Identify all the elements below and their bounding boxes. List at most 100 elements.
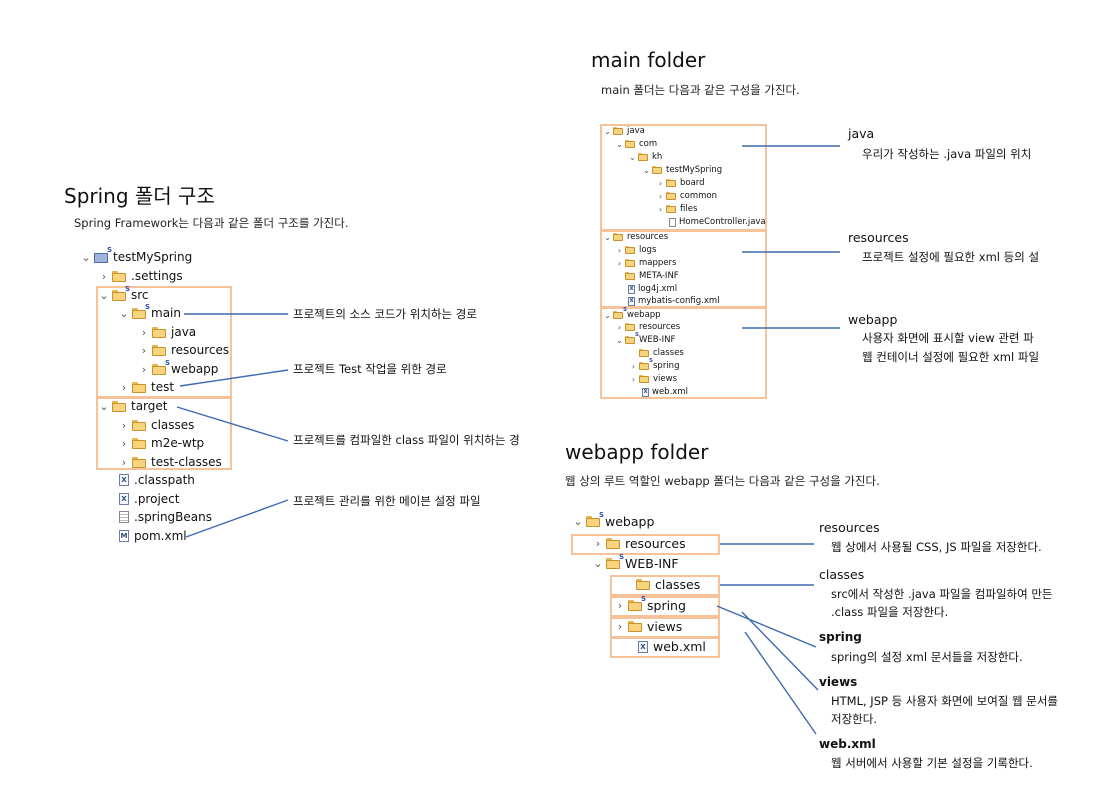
chevron-down-icon[interactable]: ⌄ <box>616 335 623 345</box>
tree-node-m2e-wtp[interactable]: ›m2e-wtp <box>118 436 204 450</box>
tree-node-springbeans[interactable]: .springBeans <box>117 510 212 524</box>
tree-node-java[interactable]: ›java <box>138 325 196 339</box>
spring-folder-icon: S <box>152 359 170 375</box>
chevron-right-icon[interactable]: › <box>101 269 107 283</box>
wa-views-desc1: HTML, JSP 등 사용자 화면에 보여질 웹 문서를 <box>831 694 1058 708</box>
main-resources-annotation-title: resources <box>848 230 909 245</box>
chevron-right-icon[interactable]: › <box>121 455 127 469</box>
chevron-right-icon[interactable]: › <box>121 418 127 432</box>
chevron-down-icon[interactable]: ⌄ <box>81 250 91 264</box>
tree-node-settings[interactable]: ›.settings <box>98 269 183 283</box>
chevron-right-icon[interactable]: › <box>617 322 622 332</box>
chevron-down-icon[interactable]: ⌄ <box>99 288 109 302</box>
tree-node-resources[interactable]: ⌄resources <box>604 232 669 242</box>
folder-icon <box>613 233 624 241</box>
tree-node-java[interactable]: ⌄java <box>604 126 645 136</box>
tree-node-resources[interactable]: ›resources <box>138 343 229 357</box>
tree-node-classes[interactable]: classes <box>638 348 684 358</box>
chevron-down-icon[interactable]: ⌄ <box>643 165 650 175</box>
tree-node-testmyspring[interactable]: ⌄testMySpring <box>643 165 723 175</box>
chevron-down-icon[interactable]: ⌄ <box>573 515 583 528</box>
tree-node-kh[interactable]: ⌄kh <box>629 152 663 162</box>
wa-node-resources[interactable]: ›resources <box>592 536 686 551</box>
folder-icon <box>625 272 636 280</box>
tree-node-meta-inf[interactable]: META-INF <box>624 271 679 281</box>
chevron-right-icon[interactable]: › <box>658 191 663 201</box>
tree-node-logs[interactable]: ›logs <box>615 245 657 255</box>
wa-web-xml-desc: 웹 서버에서 사용할 기본 설정을 기록한다. <box>831 756 1033 770</box>
tree-node-mappers[interactable]: ›mappers <box>615 258 677 268</box>
chevron-right-icon[interactable]: › <box>617 599 623 612</box>
tree-node-project-file[interactable]: X.project <box>117 492 179 506</box>
xml-file-icon: X <box>119 493 129 505</box>
chevron-down-icon[interactable]: ⌄ <box>119 306 129 320</box>
chevron-right-icon[interactable]: › <box>141 343 147 357</box>
main-webapp-annotation-title: webapp <box>848 312 898 327</box>
chevron-right-icon[interactable]: › <box>121 380 127 394</box>
chevron-down-icon[interactable]: ⌄ <box>629 152 636 162</box>
main-webapp-box <box>600 307 767 399</box>
folder-icon <box>152 326 167 338</box>
tree-node-classpath[interactable]: X.classpath <box>117 473 195 487</box>
chevron-right-icon[interactable]: › <box>617 620 623 633</box>
folder-icon <box>132 456 147 468</box>
wa-node-views[interactable]: ›views <box>614 619 683 634</box>
chevron-right-icon[interactable]: › <box>141 325 147 339</box>
chevron-right-icon[interactable]: › <box>658 178 663 188</box>
wa-web-xml-connector <box>744 631 817 735</box>
chevron-right-icon[interactable]: › <box>141 362 147 376</box>
spring-folder-icon: S <box>625 332 639 344</box>
folder-icon <box>625 323 636 331</box>
chevron-right-icon[interactable]: › <box>121 436 127 450</box>
folder-icon <box>625 140 636 148</box>
chevron-right-icon[interactable]: › <box>595 537 601 550</box>
tree-node-test-classes[interactable]: ›test-classes <box>118 455 222 469</box>
chevron-right-icon[interactable]: › <box>617 258 622 268</box>
tree-node-files[interactable]: ›files <box>656 204 697 214</box>
chevron-down-icon[interactable]: ⌄ <box>593 557 603 570</box>
chevron-right-icon[interactable]: › <box>658 204 663 214</box>
chevron-down-icon[interactable]: ⌄ <box>616 139 623 149</box>
chevron-down-icon[interactable]: ⌄ <box>604 232 611 242</box>
tree-node-board[interactable]: ›board <box>656 178 705 188</box>
main-java-annotation-desc: 우리가 작성하는 .java 파일의 위치 <box>862 147 1032 161</box>
wa-views-title: views <box>819 675 858 689</box>
main-webapp-annotation-desc1: 사용자 화면에 표시할 view 관련 파 <box>862 331 1034 345</box>
chevron-down-icon[interactable]: ⌄ <box>99 399 109 413</box>
tree-node-common[interactable]: ›common <box>656 191 717 201</box>
tree-node-target[interactable]: ⌄target <box>99 399 168 413</box>
tree-node-homecontroller[interactable]: HomeController.java <box>668 217 766 227</box>
main-folder-title: main folder <box>591 48 706 72</box>
wa-node-classes[interactable]: classes <box>634 577 700 592</box>
chevron-right-icon[interactable]: › <box>631 374 636 384</box>
tree-node-webapp-resources[interactable]: ›resources <box>615 322 680 332</box>
spring-folder-icon: S <box>613 307 627 319</box>
tree-node-classes[interactable]: ›classes <box>118 418 195 432</box>
tree-node-com[interactable]: ⌄com <box>616 139 658 149</box>
chevron-down-icon[interactable]: ⌄ <box>604 126 611 136</box>
chevron-right-icon[interactable]: › <box>617 245 622 255</box>
chevron-right-icon[interactable]: › <box>631 361 636 371</box>
wa-resources-desc: 웹 상에서 사용될 CSS, JS 파일을 저장한다. <box>831 540 1042 554</box>
tree-node-views[interactable]: ›views <box>629 374 677 384</box>
wa-classes-desc1: src에서 작성한 .java 파일을 컴파일하여 만든 <box>831 587 1053 601</box>
chevron-down-icon[interactable]: ⌄ <box>604 310 611 320</box>
tree-node-test[interactable]: ›test <box>118 380 174 394</box>
spring-folder-icon: S <box>586 511 604 527</box>
